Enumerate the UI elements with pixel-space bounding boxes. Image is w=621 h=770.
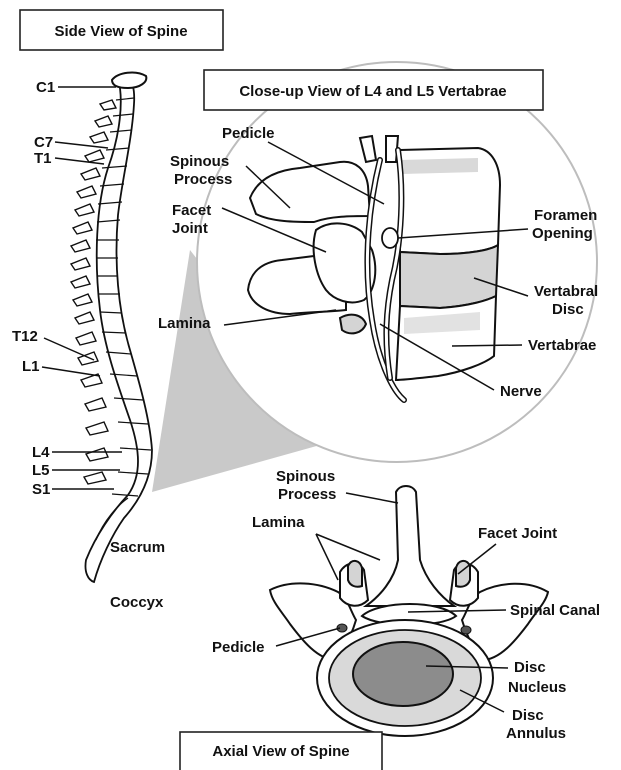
label-nerve: Nerve (500, 383, 542, 400)
foramen-opening (382, 228, 398, 248)
closeup-title-box: Close-up View of L4 and L5 Vertabrae (204, 70, 543, 110)
label-c1: C1 (36, 79, 55, 96)
label-disc-nucleus-2: Nucleus (508, 679, 566, 696)
label-spinous-1: Spinous (170, 153, 229, 170)
label-facet-1: Facet (172, 202, 211, 219)
vertebral-disc (400, 245, 498, 308)
label-pedicle: Pedicle (222, 125, 275, 142)
label-axial-spinal-canal: Spinal Canal (510, 602, 600, 619)
closeup-title: Close-up View of L4 and L5 Vertabrae (239, 83, 506, 100)
label-vertabrae: Vertabrae (528, 337, 596, 354)
side-view-title-box: Side View of Spine (20, 10, 223, 50)
label-disc-nucleus-1: Disc (514, 659, 546, 676)
label-l4: L4 (32, 444, 50, 461)
disc-nucleus (353, 642, 453, 706)
label-s1: S1 (32, 481, 50, 498)
side-spine (71, 73, 152, 582)
label-foramen-1: Foramen (534, 207, 597, 224)
axial-vertebra (270, 486, 548, 736)
label-lamina: Lamina (158, 315, 211, 332)
label-coccyx: Coccyx (110, 594, 164, 611)
axial-view-title-box: Axial View of Spine (180, 732, 382, 770)
label-disc-2: Disc (552, 301, 584, 318)
label-axial-spinous-1: Spinous (276, 468, 335, 485)
label-axial-pedicle: Pedicle (212, 639, 265, 656)
label-axial-facet-joint: Facet Joint (478, 525, 557, 542)
label-sacrum: Sacrum (110, 539, 165, 556)
axial-spinous-process (366, 486, 454, 606)
label-disc-annulus-2: Annulus (506, 725, 566, 742)
label-spinous-2: Process (174, 171, 232, 188)
label-l1: L1 (22, 358, 40, 375)
label-foramen-2: Opening (532, 225, 593, 242)
label-axial-lamina: Lamina (252, 514, 305, 531)
label-t12: T12 (12, 328, 38, 345)
label-disc-1: Vertabral (534, 283, 598, 300)
label-axial-spinous-2: Process (278, 486, 336, 503)
axial-view-title: Axial View of Spine (212, 743, 349, 760)
label-c7: C7 (34, 134, 53, 151)
label-t1: T1 (34, 150, 52, 167)
label-disc-annulus-1: Disc (512, 707, 544, 724)
label-facet-2: Joint (172, 220, 208, 237)
label-l5: L5 (32, 462, 50, 479)
side-view-title: Side View of Spine (54, 23, 187, 40)
